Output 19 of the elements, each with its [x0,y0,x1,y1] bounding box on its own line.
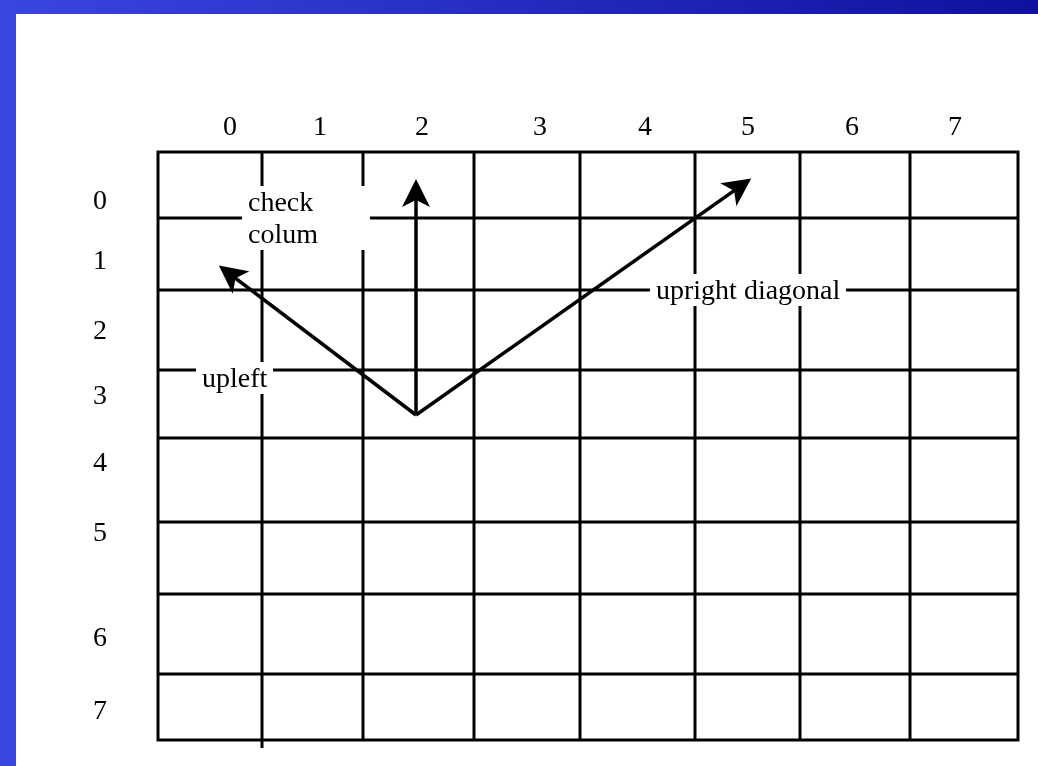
column-number: 3 [533,110,547,142]
row-number: 5 [93,516,107,548]
column-number: 7 [948,110,962,142]
column-number: 5 [741,110,755,142]
row-number: 4 [93,446,107,478]
row-number: 1 [93,244,107,276]
row-number: 0 [93,184,107,216]
column-number: 4 [638,110,652,142]
row-number: 3 [93,379,107,411]
row-number: 7 [93,694,107,726]
arrow-label: upright diagonal [650,274,847,306]
column-number: 6 [845,110,859,142]
arrow-label: upleft [196,362,274,394]
column-number: 1 [313,110,327,142]
column-number: 0 [223,110,237,142]
column-number: 2 [415,110,429,142]
arrow-label: check colum [242,186,370,250]
row-number: 6 [93,621,107,653]
row-number: 2 [93,314,107,346]
